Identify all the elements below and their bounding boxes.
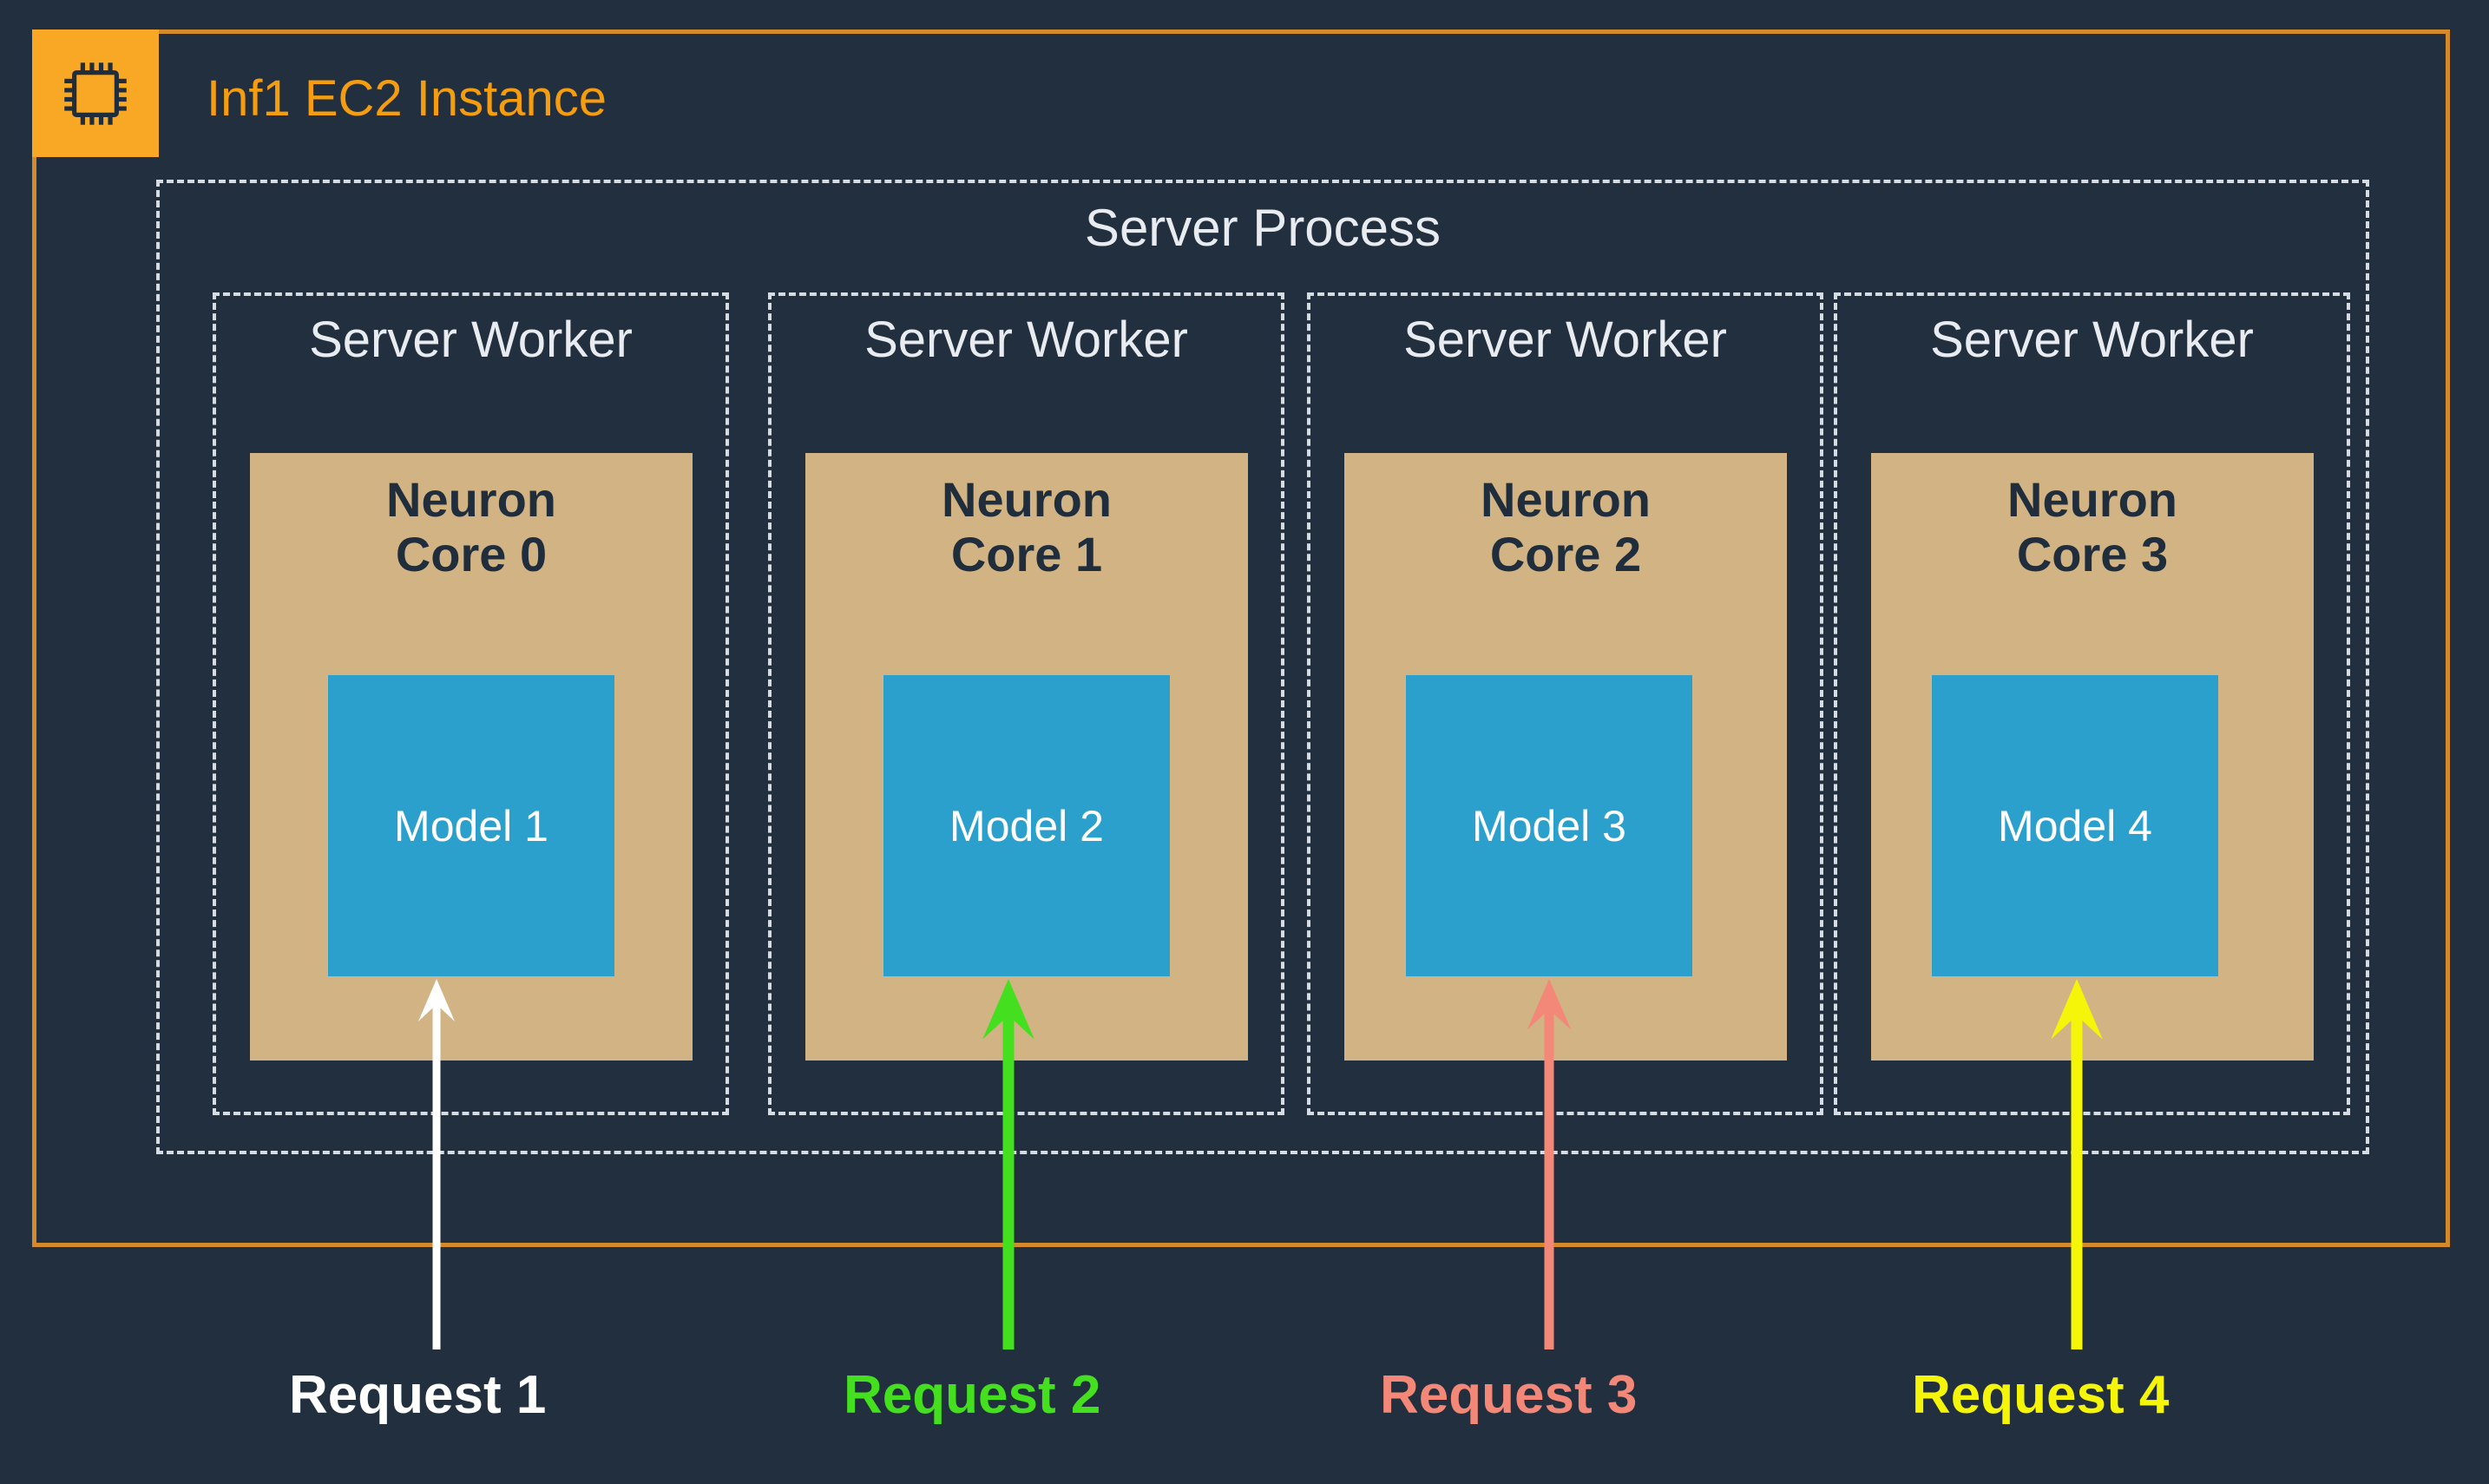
chip-icon [32, 30, 159, 157]
server-process-title: Server Process [1084, 199, 1442, 257]
server-worker-box-0 [213, 292, 729, 1115]
server-worker-title-2: Server Worker [1403, 312, 1727, 368]
server-process-container [156, 180, 2369, 1154]
model-box-3: Model 4 [1932, 675, 2218, 976]
request-arrow-1 [974, 976, 1043, 1349]
inf1-ec2-instance-frame [32, 30, 2450, 1247]
instance-title: Inf1 EC2 Instance [207, 70, 607, 127]
model-label-1: Model 2 [949, 801, 1104, 850]
server-worker-box-2 [1307, 292, 1823, 1115]
model-box-0: Model 1 [328, 675, 614, 976]
model-box-1: Model 2 [883, 675, 1170, 976]
server-worker-title-3: Server Worker [1930, 312, 2254, 368]
model-label-2: Model 3 [1472, 801, 1626, 850]
request-label-1: Request 2 [844, 1365, 1101, 1425]
request-arrow-0 [402, 976, 471, 1349]
model-box-2: Model 3 [1406, 675, 1692, 976]
request-label-0: Request 1 [289, 1365, 547, 1425]
request-arrow-2 [1514, 976, 1584, 1349]
server-worker-box-1 [768, 292, 1284, 1115]
neuron-core-label-1: Neuron Core 1 [942, 472, 1112, 581]
server-worker-title-1: Server Worker [864, 312, 1188, 368]
neuron-core-label-3: Neuron Core 3 [2007, 472, 2177, 581]
request-arrow-3 [2042, 976, 2111, 1349]
model-label-0: Model 1 [394, 801, 548, 850]
server-worker-title-0: Server Worker [309, 312, 633, 368]
model-label-3: Model 4 [1998, 801, 2152, 850]
request-label-2: Request 3 [1380, 1365, 1638, 1425]
neuron-core-label-2: Neuron Core 2 [1481, 472, 1651, 581]
request-label-3: Request 4 [1912, 1365, 2170, 1425]
server-worker-box-3 [1834, 292, 2350, 1115]
neuron-core-label-0: Neuron Core 0 [386, 472, 556, 581]
